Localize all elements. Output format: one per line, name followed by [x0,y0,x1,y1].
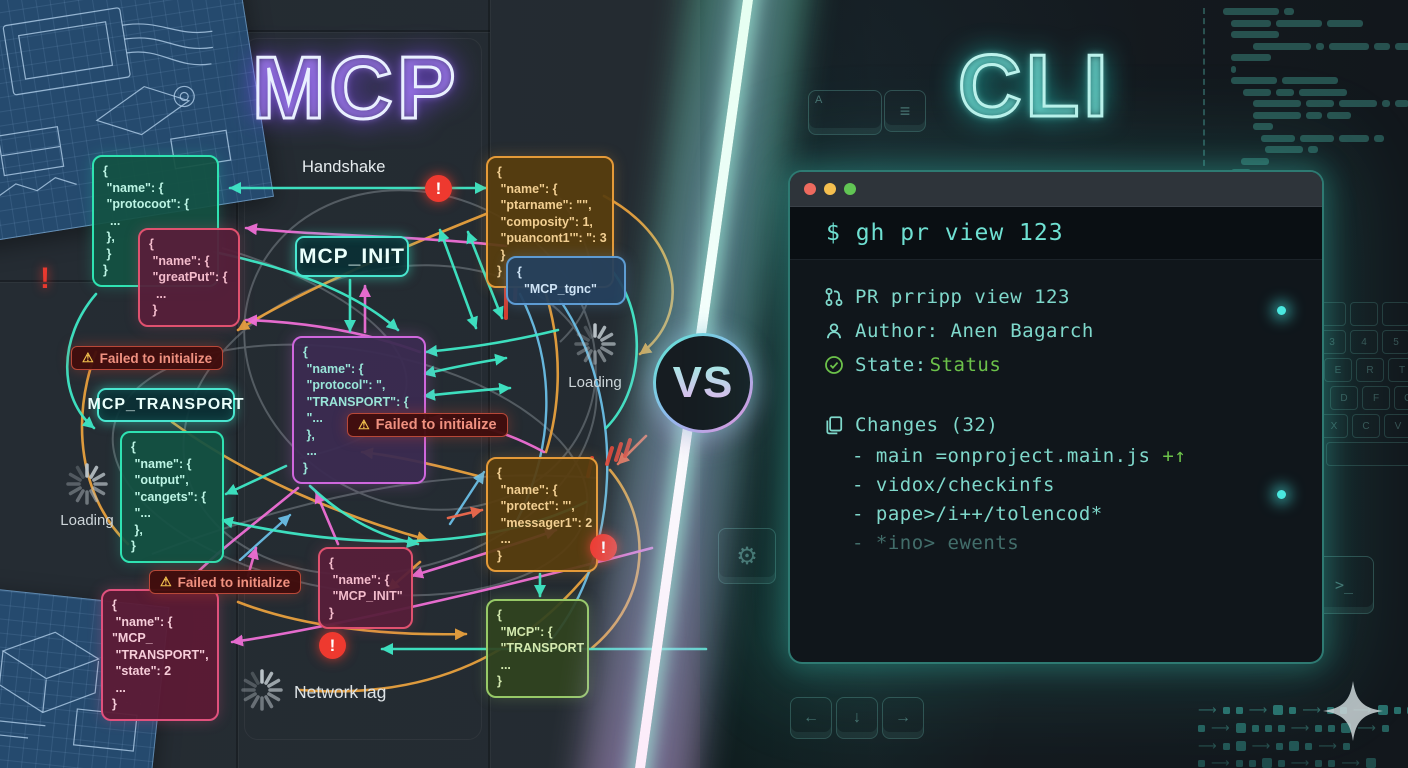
error-icon: ! [590,534,617,561]
arrow-down-key-icon: ↓ [836,697,878,739]
data-stream-row: ⟶⟶⟶ [1198,757,1376,768]
loading-label: Loading [60,512,114,529]
changed-file: - main =onproject.main.js +↑ [852,445,1187,467]
author-line: Author: Anen Bagarch [824,314,1292,348]
blueprint-top-left [0,0,274,245]
error-icon: ! [319,632,346,659]
json-node-mcp-tgnc: { "MCP_tgnc" [506,256,626,305]
terminal-titlebar [790,172,1322,207]
network-lag-label: Network lag [294,682,387,702]
cli-title: CLI CLI CLI CLI [957,36,1112,135]
menu-key-icon: ≡ [884,90,926,132]
failed-badge: ⚠Failed to initialize [347,413,508,437]
arrow-right-key-icon: → [882,697,924,739]
changed-file: - pape>/i++/tolencod* [852,503,1103,525]
person-icon [827,323,841,339]
vs-badge: VS [653,333,753,433]
command-line[interactable]: $ gh pr view 123 [790,207,1322,260]
ghost-key-a: A [808,90,882,135]
close-button[interactable] [804,183,816,195]
loading-spinner [574,323,616,365]
json-node-protect-messager: { "name": { "protect": "', "messager1": … [486,457,598,572]
terminal-window: $ gh pr view 123 PR prripp view 123 Auth… [790,172,1322,662]
json-node-output-cangets: { "name": { "output", "cangets": { "... … [120,431,224,563]
changed-file: - *ino> ewents [852,532,1020,554]
glow-dot [1277,306,1286,315]
handshake-label: Handshake [302,158,386,176]
changed-file: - vidox/checkinfs [852,474,1055,496]
json-node-mcp-transport-green: { "MCP": { "TRANSPORT ... } [486,599,589,698]
warning-icon: ⚠ [358,417,370,432]
arrow-left-key-icon: ← [790,697,832,739]
state-line: State: Status [824,348,1292,382]
json-node-mcp-transport-state: { "name": { "MCP_ "TRANSPORT", "state": … [101,589,219,721]
check-circle-icon [825,356,843,374]
mcp-title: MCP MCP MCP MCP [251,38,460,137]
json-node-mcp-init: { "name": { "MCP_INIT" } [318,547,413,629]
blueprint-bottom-left [0,585,170,768]
vs-label: VS [672,358,734,407]
json-node-greatput: { "name": { "greatPut": { ... } [138,228,240,327]
panel-seam [236,0,238,768]
json-node-protocol-transport: { "name": { "protocol": ", "TRANSPORT": … [292,336,426,484]
error-icon: ! [425,175,452,202]
failed-badge: ⚠Failed to initialize [149,570,302,594]
error-icon: ! [40,262,50,295]
maximize-button[interactable] [844,183,856,195]
terminal-output: PR prripp view 123 Author: Anen Bagarch … [790,260,1322,558]
glow-dot [1277,490,1286,499]
terminal-key-icon: >_ [1314,556,1374,614]
panel-seam [236,30,490,32]
loading-spinner [241,669,283,711]
warning-icon: ⚠ [82,350,94,365]
changes-line: Changes (32) [824,408,1292,442]
ghost-keyboard: 3456 ERTY DFG XCVB [1318,302,1408,470]
code-skeleton [1203,8,1408,188]
mcp-transport-pill: MCP_TRANSPORT [88,388,244,422]
gear-key-icon: ⚙ [718,528,776,584]
failed-badge: ⚠Failed to initialize [71,346,224,370]
loading-spinner [66,463,108,505]
mcp-init-pill: MCP_INIT [295,236,409,277]
data-stream-row: ⟶⟶⟶ [1198,722,1389,735]
data-stream-row: ⟶⟶⟶⟶ [1198,704,1408,717]
data-stream-row: ⟶⟶⟶ [1198,740,1350,753]
files-icon [826,416,843,435]
warning-icon: ⚠ [160,574,172,589]
pr-line: PR prripp view 123 [824,280,1292,314]
minimize-button[interactable] [824,183,836,195]
sparkle-icon [1323,681,1383,741]
loading-label: Loading [568,374,622,391]
pull-request-icon [825,288,843,306]
